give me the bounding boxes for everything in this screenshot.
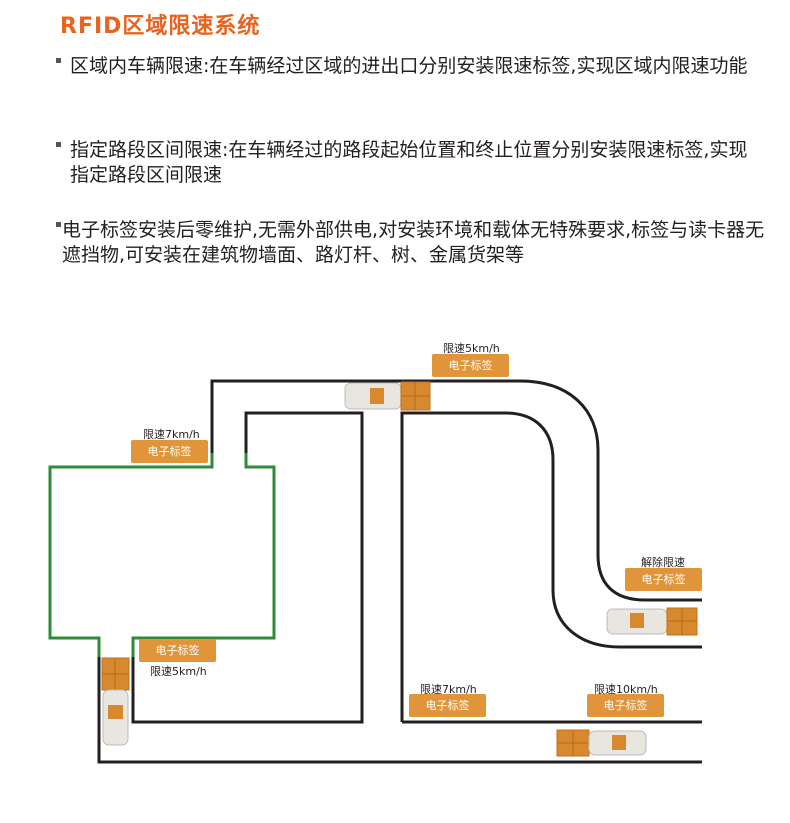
rfid-tag: 电子标签 bbox=[139, 639, 216, 662]
road-inner-top bbox=[131, 411, 364, 724]
speed-label-top: 限速5km/h bbox=[443, 342, 500, 355]
page-title: RFID区域限速系统 bbox=[60, 14, 261, 39]
zone-boundary-right bbox=[131, 453, 276, 657]
bullet-text: 区域内车辆限速:在车辆经过区域的进出口分别安装限速标签,实现区域内限速功能 bbox=[70, 55, 748, 77]
rfid-tag: 电子标签 bbox=[587, 694, 664, 717]
road-inner-right bbox=[400, 411, 702, 722]
truck-icon bbox=[556, 729, 647, 757]
zone-boundary-left bbox=[48, 453, 214, 657]
bullet-text: 指定路段区间限速:在车辆经过的路段起始位置和终止位置分别安装限速标签,实现指定路… bbox=[70, 139, 748, 186]
rfid-tag: 电子标签 bbox=[432, 354, 509, 377]
bullet-item: 区域内车辆限速:在车辆经过区域的进出口分别安装限速标签,实现区域内限速功能 bbox=[56, 54, 766, 79]
release-label: 解除限速 bbox=[641, 556, 685, 569]
rfid-tag: 电子标签 bbox=[409, 694, 486, 717]
bullet-item: 指定路段区间限速:在车辆经过的路段起始位置和终止位置分别安装限速标签,实现指定路… bbox=[56, 138, 766, 188]
bullet-icon bbox=[56, 58, 61, 63]
bullet-item: 电子标签安装后零维护,无需外部供电,对安装环境和载体无特殊要求,标签与读卡器无遮… bbox=[56, 218, 766, 268]
rfid-tag: 电子标签 bbox=[625, 568, 702, 591]
speed-label-bottom-right: 限速10km/h bbox=[594, 683, 658, 696]
bullet-text: 电子标签安装后零维护,无需外部供电,对安装环境和载体无特殊要求,标签与读卡器无遮… bbox=[62, 219, 765, 266]
truck-icon bbox=[101, 657, 130, 746]
road-outer-top bbox=[210, 379, 702, 602]
truck-icon bbox=[606, 607, 698, 636]
speed-label-zone-entry: 限速7km/h bbox=[143, 428, 200, 441]
bullet-icon bbox=[56, 222, 61, 227]
speed-label-zone-exit: 限速5km/h bbox=[150, 665, 207, 678]
speed-label-bottom-left: 限速7km/h bbox=[420, 683, 477, 696]
rfid-tag: 电子标签 bbox=[131, 440, 208, 463]
road-outer-bottom bbox=[97, 657, 702, 764]
truck-icon bbox=[344, 381, 431, 411]
bullet-icon bbox=[56, 142, 61, 147]
